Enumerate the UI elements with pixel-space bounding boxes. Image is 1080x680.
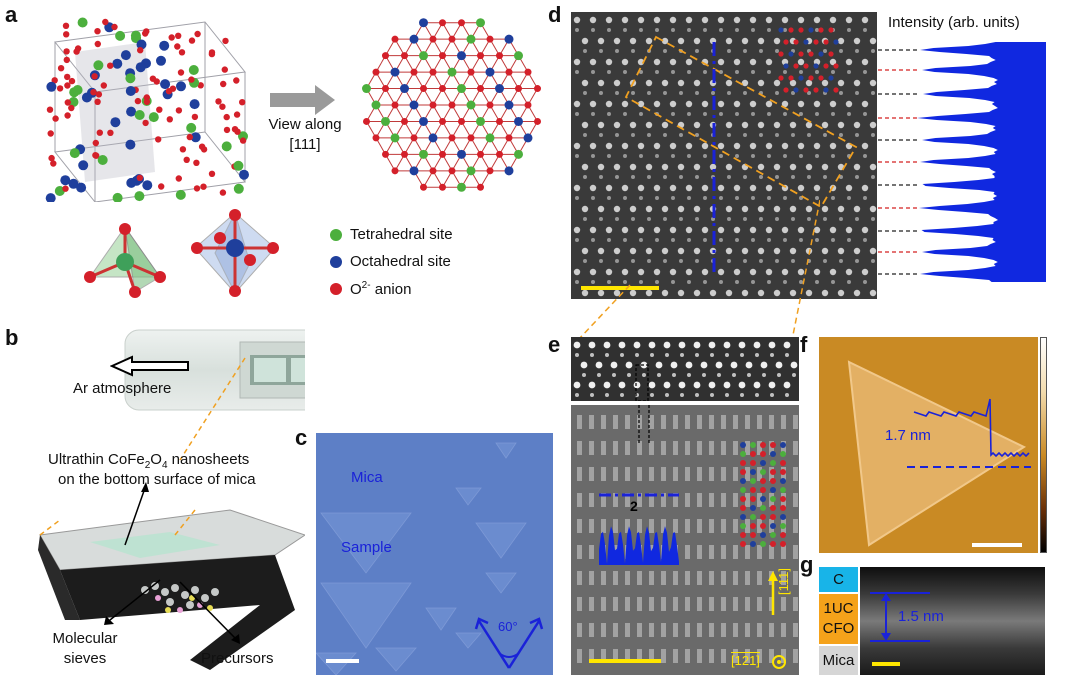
- scale-bar-d: [581, 286, 659, 290]
- view-along-line2: [111]: [289, 136, 321, 153]
- angle-marker-icon: [474, 617, 544, 669]
- tetrahedron-illustration: [84, 223, 166, 298]
- afm-height-label: 1.7 nm: [885, 427, 931, 444]
- panel-label-e: e: [548, 332, 561, 357]
- zoom-atom-lattice: [573, 341, 798, 401]
- layer-c-label: C: [833, 571, 844, 588]
- afm-image: 1.7 nm: [819, 337, 1038, 553]
- stem-overlays: [624, 27, 858, 277]
- layer-cfo-line2: CFO: [822, 620, 855, 637]
- octahedron-illustration: [191, 209, 279, 297]
- precursors-label: Precursors: [201, 650, 274, 667]
- furnace-illustration: [38, 329, 305, 670]
- ar-atmosphere-label: Ar atmosphere: [73, 380, 172, 397]
- optical-image-mica: Mica Sample 60°: [316, 433, 553, 675]
- ar-flow-arrow-icon: [110, 355, 189, 377]
- octahedral-dot-icon: [330, 256, 342, 268]
- zoom-connector-lines: [577, 199, 820, 341]
- anion-dot-icon: [330, 283, 342, 295]
- scale-bar-e: [589, 659, 661, 663]
- view-along-line1: View along: [268, 116, 342, 133]
- profile-number-label: 2: [630, 498, 638, 514]
- layer-cfo-box: 1UC CFO: [819, 594, 858, 644]
- stem-zoom-image: [571, 337, 799, 401]
- intensity-axis-label: Intensity (arb. units): [888, 14, 1020, 31]
- layer-mica-label: Mica: [822, 652, 855, 669]
- projected-lattice-illustration: [362, 18, 541, 192]
- molecular-sieves-line2: sieves: [63, 650, 107, 667]
- scale-bar-f: [972, 543, 1022, 547]
- tetrahedral-dot-icon: [330, 229, 342, 241]
- mica-label: Mica: [351, 469, 383, 486]
- nanosheets-label-line2: on the bottom surface of mica: [58, 471, 256, 488]
- intensity-profile: [878, 42, 1046, 282]
- molecular-sieves-line1: Molecular: [52, 630, 118, 647]
- sample-label: Sample: [341, 539, 392, 556]
- afm-triangle: [847, 360, 1031, 547]
- afm-color-scale: [1040, 337, 1047, 553]
- panel-label-d: d: [548, 2, 562, 27]
- nanosheets-label-line1: Ultrathin CoFe2O4 nanosheets: [48, 451, 250, 471]
- panel-label-a: a: [5, 2, 18, 27]
- legend-anion-label: O2- anion: [350, 280, 412, 298]
- spinel-unit-cell-illustration: [45, 17, 249, 202]
- scale-bar-g: [872, 662, 900, 666]
- view-arrow: [270, 85, 335, 115]
- angle-label: 60°: [498, 619, 518, 634]
- panel-label-g: g: [800, 552, 814, 577]
- direction-label-111: [111]: [776, 568, 791, 595]
- cross-section-stem-g: 1.5 nm: [860, 567, 1045, 675]
- nanosheet-triangles: [316, 442, 527, 675]
- panel-label-c: c: [295, 425, 308, 450]
- panel-label-f: f: [800, 332, 808, 357]
- stem-cross-section-image: 2 [111] [121]: [571, 405, 799, 675]
- scale-bar-c: [326, 659, 359, 663]
- direction-label-121: [121]: [731, 653, 760, 668]
- haadf-stem-image: [571, 12, 877, 299]
- layer-cfo-line1: 1UC: [823, 600, 854, 617]
- legend-tetrahedral-label: Tetrahedral site: [350, 226, 453, 243]
- layer-c-box: C: [819, 567, 858, 592]
- panel-label-b: b: [5, 325, 19, 350]
- thickness-label: 1.5 nm: [898, 608, 944, 625]
- cross-section-lattice: [577, 405, 798, 669]
- legend-octahedral-label: Octahedral site: [350, 253, 451, 270]
- thickness-marker: [870, 592, 930, 642]
- layer-mica-box: Mica: [819, 646, 858, 675]
